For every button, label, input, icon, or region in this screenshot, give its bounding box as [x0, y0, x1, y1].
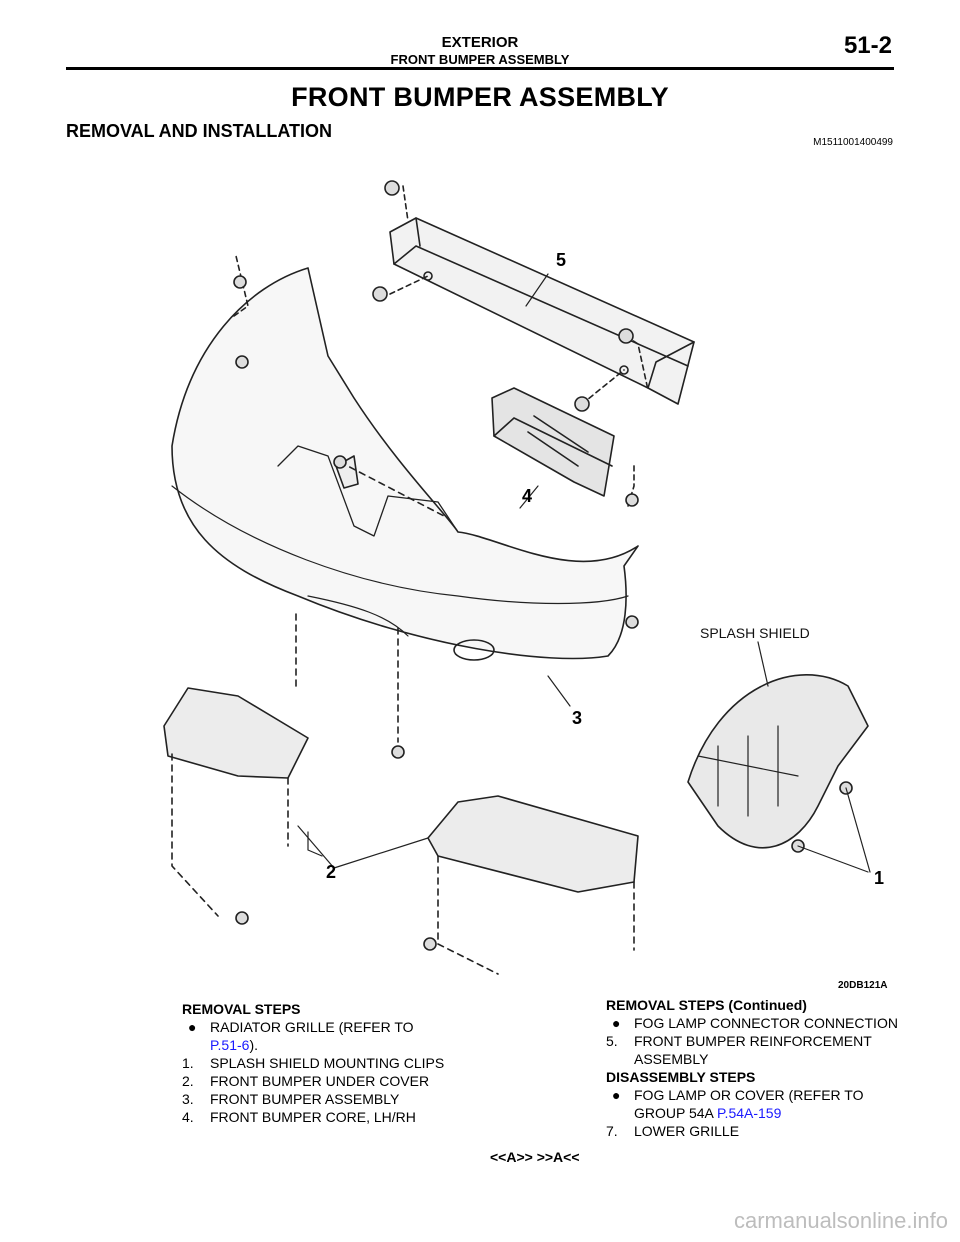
- step-number: 3.: [182, 1091, 194, 1107]
- document-id: M1511001400499: [813, 137, 893, 148]
- step-text: FRONT BUMPER REINFORCEMENT ASSEMBLY: [634, 1033, 872, 1067]
- page-link[interactable]: P.51-6: [210, 1037, 250, 1053]
- bullet-icon: ●: [188, 1019, 197, 1035]
- step-text: FRONT BUMPER UNDER COVER: [210, 1073, 430, 1089]
- callout-2: 2: [326, 862, 336, 882]
- step-text: LOWER GRILLE: [634, 1123, 740, 1139]
- list-item: 2. FRONT BUMPER UNDER COVER: [182, 1072, 482, 1090]
- bullet-text: RADIATOR GRILLE (REFER TO: [210, 1019, 414, 1035]
- header-subsection: FRONT BUMPER ASSEMBLY: [390, 52, 570, 67]
- list-item: 5. FRONT BUMPER REINFORCEMENT ASSEMBLY: [606, 1032, 906, 1068]
- service-markers: <<A>> >>A<<: [490, 1149, 580, 1165]
- step-number: 5.: [606, 1033, 618, 1049]
- bullet-icon: ●: [612, 1015, 621, 1031]
- header-section: EXTERIOR: [441, 34, 519, 51]
- bullet-icon: ●: [612, 1087, 621, 1103]
- step-number: 7.: [606, 1123, 618, 1139]
- section-subtitle: REMOVAL AND INSTALLATION: [66, 121, 332, 141]
- callout-4: 4: [522, 486, 532, 506]
- splash-shield-label: SPLASH SHIELD: [700, 625, 810, 641]
- bullet-text: FOG LAMP OR COVER (REFER TO GROUP 54A: [634, 1087, 864, 1121]
- bullet-tail: ).: [249, 1037, 259, 1053]
- step-text: FRONT BUMPER CORE, LH/RH: [210, 1109, 416, 1125]
- step-number: 4.: [182, 1109, 194, 1125]
- list-item: 7. LOWER GRILLE: [606, 1122, 906, 1140]
- callout-3: 3: [572, 708, 582, 728]
- callout-5: 5: [556, 250, 566, 270]
- watermark: carmanualsonline.info: [733, 1208, 948, 1233]
- disassembly-steps-heading: DISASSEMBLY STEPS: [606, 1069, 756, 1085]
- bullet-text: FOG LAMP CONNECTOR CONNECTION: [634, 1015, 898, 1031]
- splash-shield-part: [687, 641, 871, 873]
- step-number: 2.: [182, 1073, 194, 1089]
- exploded-diagram: 5 4 3 2 1 SPLASH SHIELD 20DB121A: [158, 166, 896, 992]
- step-number: 1.: [182, 1055, 194, 1071]
- figure-code: 20DB121A: [838, 980, 887, 991]
- list-item: 1. SPLASH SHIELD MOUNTING CLIPS: [182, 1054, 482, 1072]
- removal-steps-heading: REMOVAL STEPS: [182, 1001, 301, 1017]
- header-rule: [66, 67, 894, 70]
- page-title: FRONT BUMPER ASSEMBLY: [291, 82, 669, 112]
- list-item: ● RADIATOR GRILLE (REFER TO P.51-6).: [182, 1018, 482, 1054]
- step-text: FRONT BUMPER ASSEMBLY: [210, 1091, 400, 1107]
- callout-1: 1: [874, 868, 884, 888]
- under-cover-part: [163, 687, 639, 975]
- list-item: ● FOG LAMP OR COVER (REFER TO GROUP 54A …: [606, 1086, 906, 1122]
- list-item: 4. FRONT BUMPER CORE, LH/RH: [182, 1108, 482, 1126]
- list-item: ● FOG LAMP CONNECTOR CONNECTION: [606, 1014, 906, 1032]
- bumper-reinforcement-part: [372, 180, 695, 412]
- removal-steps-continued-column: REMOVAL STEPS (Continued) ● FOG LAMP CON…: [606, 996, 906, 1140]
- bumper-core-part: [491, 387, 615, 509]
- front-bumper-part: [171, 255, 639, 759]
- removal-steps-column: REMOVAL STEPS ● RADIATOR GRILLE (REFER T…: [182, 1000, 482, 1126]
- page-link[interactable]: P.54A-159: [717, 1105, 782, 1121]
- list-item: 3. FRONT BUMPER ASSEMBLY: [182, 1090, 482, 1108]
- removal-steps-continued-heading: REMOVAL STEPS (Continued): [606, 997, 807, 1013]
- page-number: 51-2: [843, 32, 892, 59]
- step-text: SPLASH SHIELD MOUNTING CLIPS: [210, 1055, 445, 1071]
